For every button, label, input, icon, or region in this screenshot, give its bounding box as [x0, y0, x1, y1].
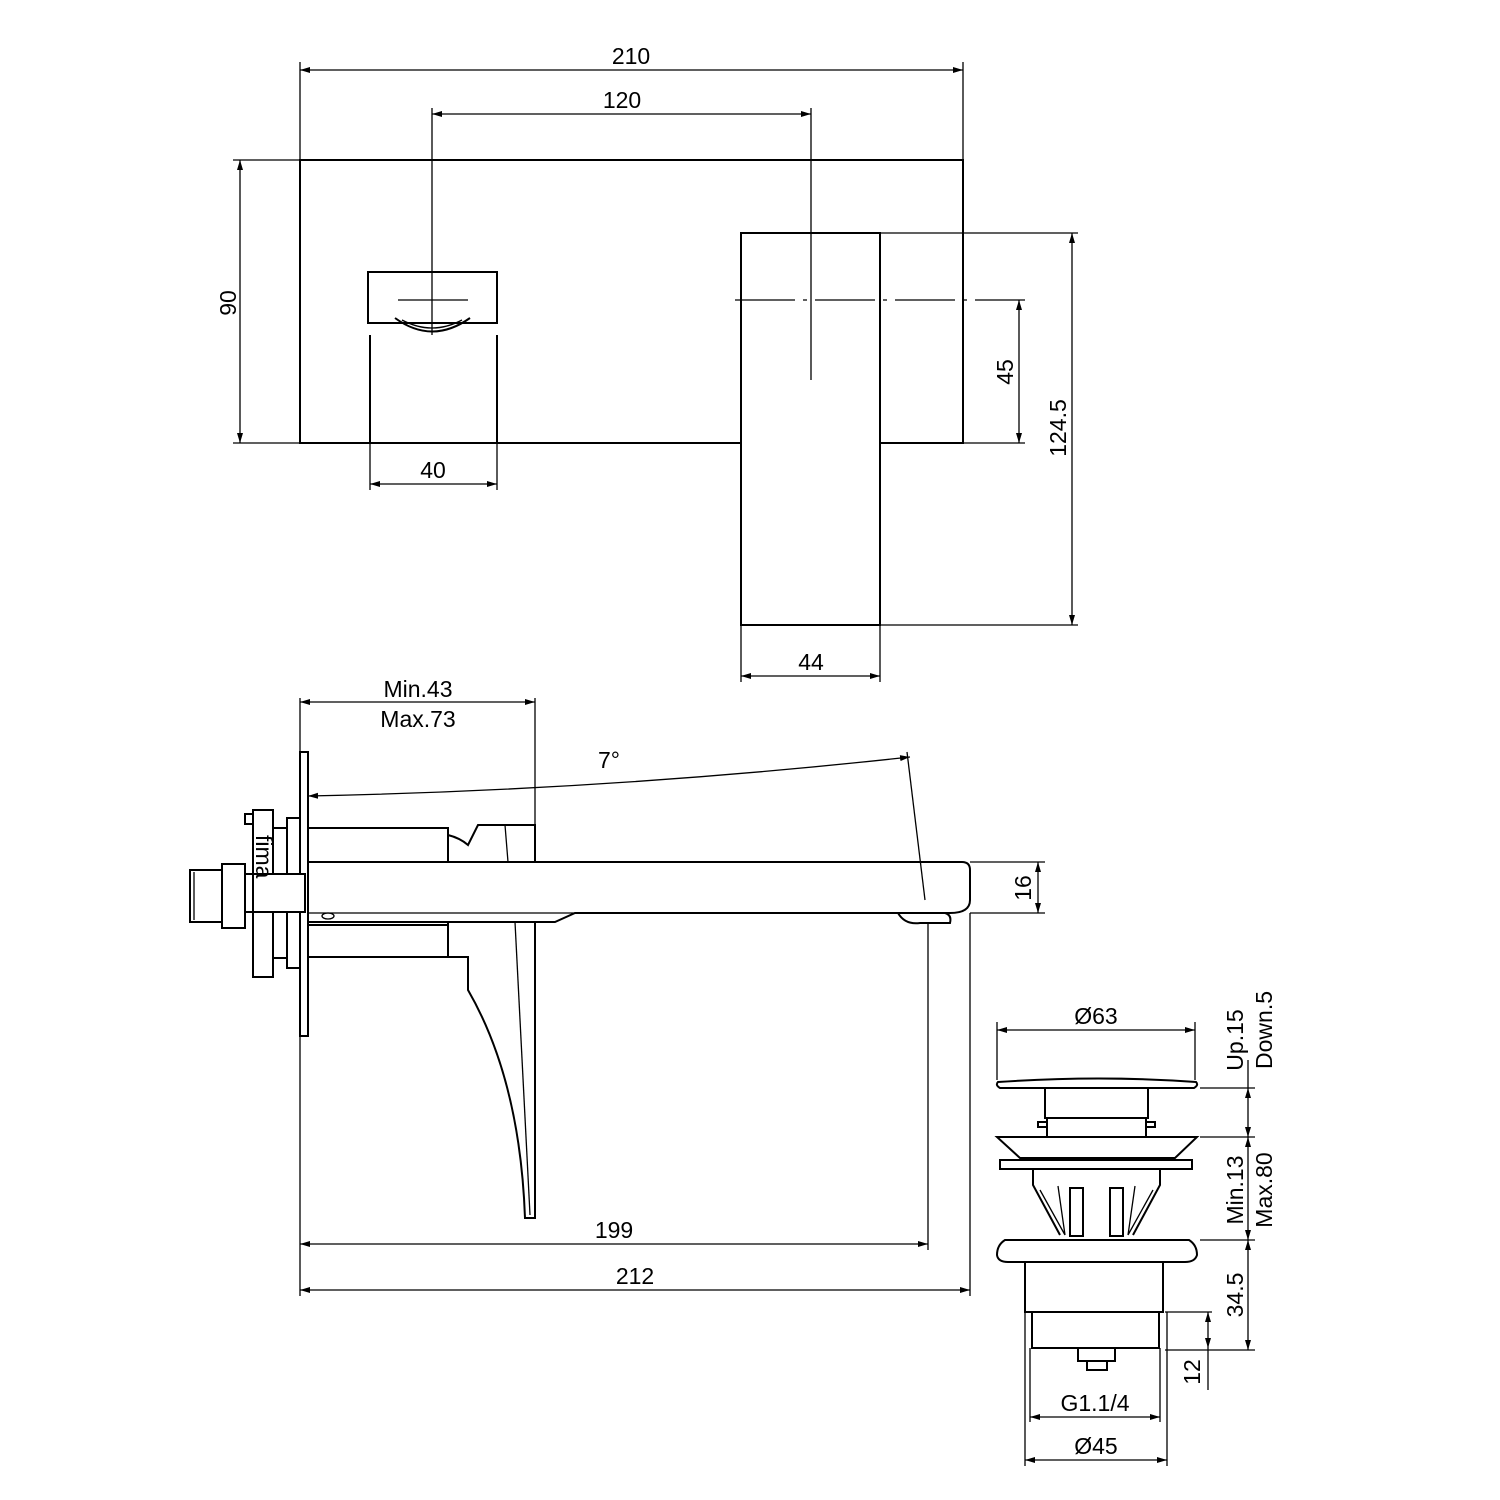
dim-90: 90 — [215, 290, 241, 316]
inlet-fitting — [189, 869, 223, 923]
spout-side — [307, 861, 971, 923]
wall-plate — [299, 159, 964, 444]
dim-212: 212 — [616, 1263, 654, 1289]
pop-up-drain: Ø63 Up.15 Down.5 Min.13 Max.80 34.5 12 G… — [994, 991, 1277, 1466]
drain-flange — [999, 1159, 1193, 1170]
drain-legs — [1032, 1169, 1161, 1236]
dim-angle-7: 7° — [598, 747, 620, 773]
dim-44: 44 — [798, 649, 824, 675]
dim-120: 120 — [603, 87, 641, 113]
logo-fima: fima — [251, 835, 277, 879]
dim-199: 199 — [595, 1217, 633, 1243]
dim-up-15: Up.15 — [1222, 1009, 1248, 1070]
drain-cone — [994, 1136, 1200, 1159]
dim-min-43: Min.43 — [383, 676, 452, 702]
dim-210: 210 — [612, 43, 650, 69]
spout-aerator — [896, 912, 952, 925]
drain-cap — [995, 1077, 1199, 1089]
dim-40: 40 — [420, 457, 446, 483]
dim-down-5: Down.5 — [1251, 991, 1277, 1069]
dim-max-80: Max.80 — [1251, 1152, 1277, 1227]
dim-thread-size: G1.1/4 — [1060, 1390, 1129, 1416]
dim-45: 45 — [992, 359, 1018, 385]
drain-thread — [1031, 1311, 1160, 1349]
lever-handle — [447, 921, 536, 1219]
dim-cap-diameter: Ø63 — [1074, 1003, 1117, 1029]
dim-min-13: Min.13 — [1222, 1155, 1248, 1224]
drain-body — [1024, 1261, 1164, 1313]
dim-max-73: Max.73 — [380, 706, 455, 732]
front-view: 210 120 90 40 45 124.5 44 — [215, 43, 1078, 682]
valve-body-lower — [307, 924, 449, 958]
lever-top — [447, 824, 536, 863]
drain-base-flange — [995, 1239, 1199, 1263]
dim-16: 16 — [1010, 875, 1036, 901]
dim-12: 12 — [1179, 1359, 1205, 1385]
dim-body-diameter: Ø45 — [1074, 1433, 1117, 1459]
dim-124-5: 124.5 — [1045, 399, 1071, 457]
valve-body-upper — [307, 827, 449, 863]
dim-34-5: 34.5 — [1222, 1273, 1248, 1318]
side-view: fima Min.43 Max.73 7° 16 199 212 — [189, 676, 1045, 1296]
